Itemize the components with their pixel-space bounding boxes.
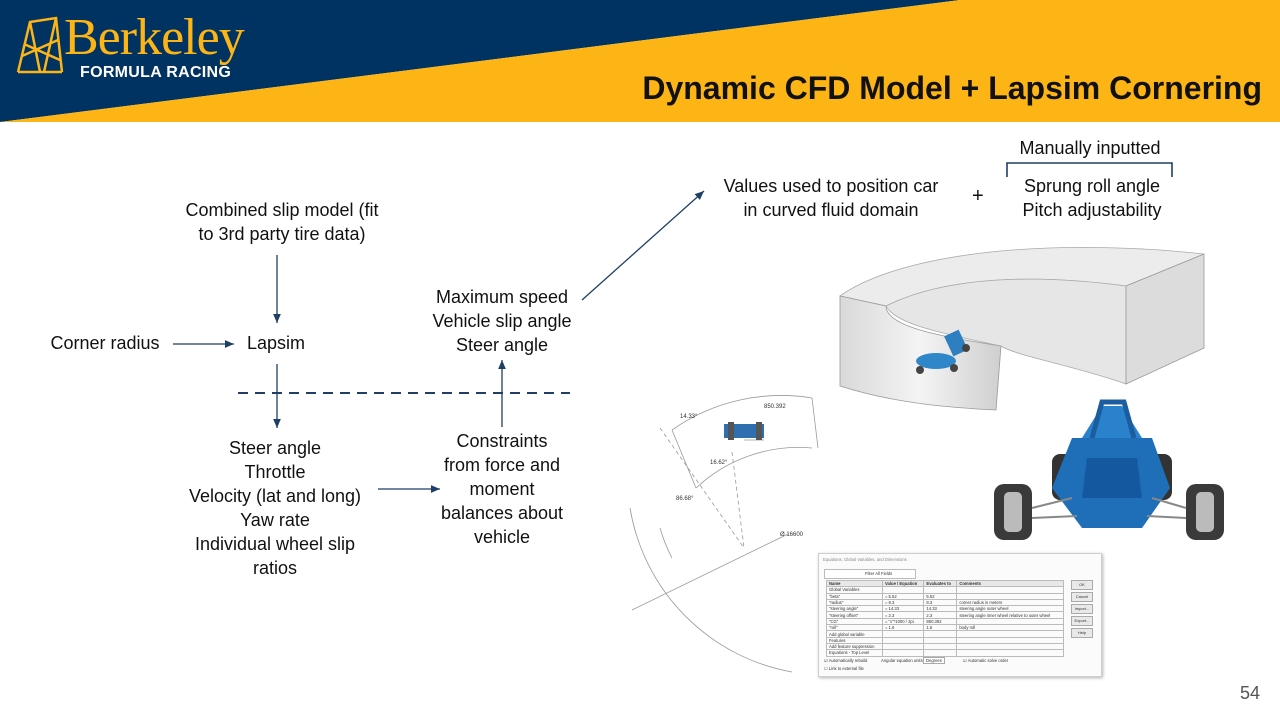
sketch-dim-3: 16.62°: [710, 460, 728, 466]
arrow-results-to-values: [581, 190, 705, 301]
dialog-table-cell: steering angle inner wheel relative to o…: [956, 611, 1064, 619]
dialog-toolbar: Filter All Fields: [824, 569, 916, 579]
brand-logo-subtitle: FORMULA RACING: [80, 64, 232, 81]
dialog-table-cell: [881, 649, 925, 657]
sketch-geometry: [629, 395, 819, 673]
dialog-link-external-checkbox[interactable]: ☐ Link to external file: [824, 666, 864, 671]
curved-fluid-domain-image: [839, 246, 1205, 411]
manual-items-label: Sprung roll angle Pitch adjustability: [1022, 176, 1162, 220]
dialog-cancel-button[interactable]: Cancel: [1071, 592, 1093, 602]
cad-sketch-image: 14.33° 850.392 16.62° 86.68° Ø 16600: [629, 395, 819, 673]
dialog-auto-rebuild-checkbox[interactable]: ☑ Automatically rebuild: [824, 658, 868, 663]
dialog-table: Name Value / Equation Evaluates to Comme…: [826, 579, 1064, 657]
lapsim-label: Lapsim: [246, 333, 306, 353]
dialog-table-cell: [956, 649, 1064, 657]
dialog-link-external-label: Link to external file: [828, 666, 864, 671]
page-number: 54: [1239, 683, 1260, 703]
dialog-help-button[interactable]: Help: [1071, 628, 1093, 638]
dialog-auto-solve-label: Automatic solve order: [967, 658, 1009, 663]
combined-slip-model-label: Combined slip model (fit to 3rd party ti…: [185, 200, 379, 244]
sketch-dim-1: 14.33°: [680, 414, 698, 420]
constraints-label: Constraints from force and moment balanc…: [440, 431, 564, 547]
car-model-small-icon: [916, 329, 970, 374]
dialog-table-cell: [923, 649, 958, 657]
truss-logo-icon: [16, 16, 64, 74]
car-render-image: [994, 399, 1224, 540]
dialog-table-cell: Equations - Top Level: [826, 649, 883, 657]
slide-title: Dynamic CFD Model + Lapsim Cornering: [642, 70, 1262, 106]
car-model-icon: [994, 399, 1224, 540]
sketch-dim-5: Ø 16600: [780, 532, 804, 538]
manually-inputted-label: Manually inputted: [1019, 138, 1161, 158]
plus-sign: +: [972, 185, 984, 207]
values-used-label: Values used to position car in curved fl…: [723, 176, 939, 220]
dialog-import-button[interactable]: Import...: [1071, 604, 1093, 614]
dialog-ok-button[interactable]: OK: [1071, 580, 1093, 590]
dialog-auto-rebuild-label: Automatically rebuild: [828, 658, 868, 663]
manual-bracket: [1006, 162, 1173, 177]
corner-radius-label: Corner radius: [50, 333, 160, 353]
dialog-table-row[interactable]: Equations - Top Level: [826, 649, 1064, 657]
dialog-angular-units-label: Angular equation units:: [881, 658, 924, 663]
header-banner: [0, 0, 1280, 122]
sketch-car-icon: [724, 422, 764, 440]
dialog-table-cell: Add feature suppression: [826, 642, 883, 651]
dialog-angular-units-select[interactable]: Degrees: [923, 657, 945, 664]
sketch-dim-4: 86.68°: [676, 496, 694, 502]
dialog-title: Equations, Global Variables, and Dimensi…: [823, 557, 907, 562]
dialog-filter-input[interactable]: Filter All Fields: [865, 571, 893, 576]
lapsim-outputs-label: Steer angle Throttle Velocity (lat and l…: [188, 438, 362, 578]
brand-logo-wordmark: Berkeley: [64, 9, 245, 66]
dialog-auto-solve-checkbox[interactable]: ☑ Automatic solve order: [963, 658, 1009, 663]
sketch-dim-2: 850.392: [764, 404, 786, 410]
results-label: Maximum speed Vehicle slip angle Steer a…: [432, 287, 572, 355]
equations-dialog: Equations, Global Variables, and Dimensi…: [818, 553, 1102, 677]
dialog-export-button[interactable]: Export...: [1071, 616, 1093, 626]
header-gold-band: [0, 0, 1280, 122]
